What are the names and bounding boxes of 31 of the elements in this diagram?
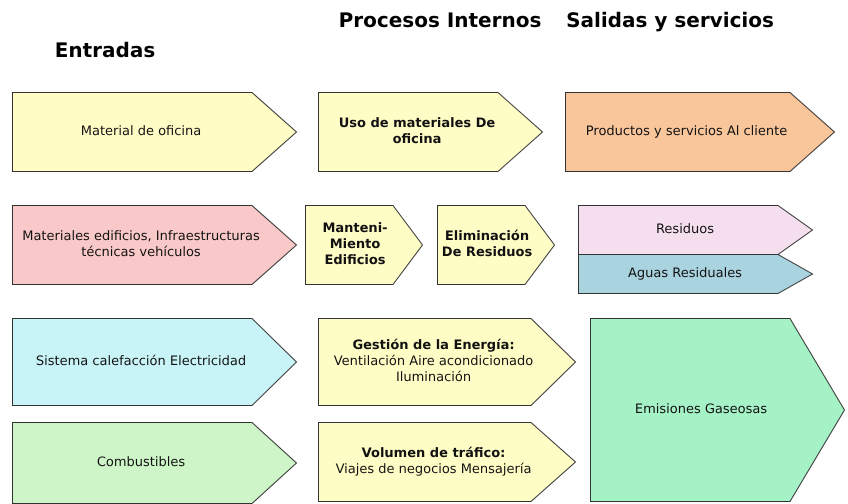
box-title: Combustibles — [96, 455, 186, 471]
box-title: Residuos — [654, 222, 716, 238]
pentagon-arrow-box — [318, 318, 576, 406]
pentagon-arrow-box — [318, 422, 576, 502]
box-title: Materiales edificios, Infraestructuras técnicas vehículos — [21, 229, 261, 261]
box-title: Material de oficina — [80, 124, 202, 140]
column-heading: Salidas y servicios — [565, 7, 775, 34]
pentagon-arrow-box — [305, 205, 423, 285]
box-text: Viajes de negocios Mensajería — [334, 462, 532, 478]
box-title: Sistema calefacción Electricidad — [34, 354, 248, 370]
pentagon-arrow-box — [12, 318, 297, 406]
box-title: Manteni- Miento Edificios — [321, 221, 389, 269]
box-title: Volumen de tráfico: — [360, 446, 506, 462]
pentagon-arrow-box — [12, 92, 297, 172]
pentagon-arrow-box — [318, 92, 543, 172]
pentagon-arrow-box — [12, 422, 297, 504]
box-title: Uso de materiales De oficina — [338, 116, 496, 148]
box-title: Emisiones Gaseosas — [634, 402, 768, 418]
box-title: Gestión de la Energía: — [351, 338, 516, 354]
pentagon-arrow-box — [578, 254, 813, 294]
column-heading: Entradas — [54, 37, 156, 64]
box-text: Ventilación Aire acondicionado Iluminación — [332, 354, 534, 386]
column-heading: Procesos Internos — [338, 7, 542, 34]
box-title: Aguas Residuales — [627, 266, 743, 282]
pentagon-arrow-box — [565, 92, 835, 172]
pentagon-arrow-box — [437, 205, 555, 285]
box-title: Eliminación De Residuos — [440, 229, 534, 261]
pentagon-arrow-box — [590, 318, 845, 502]
pentagon-arrow-box — [12, 205, 297, 285]
box-title: Productos y servicios Al cliente — [584, 124, 788, 140]
pentagon-arrow-box — [578, 205, 813, 255]
